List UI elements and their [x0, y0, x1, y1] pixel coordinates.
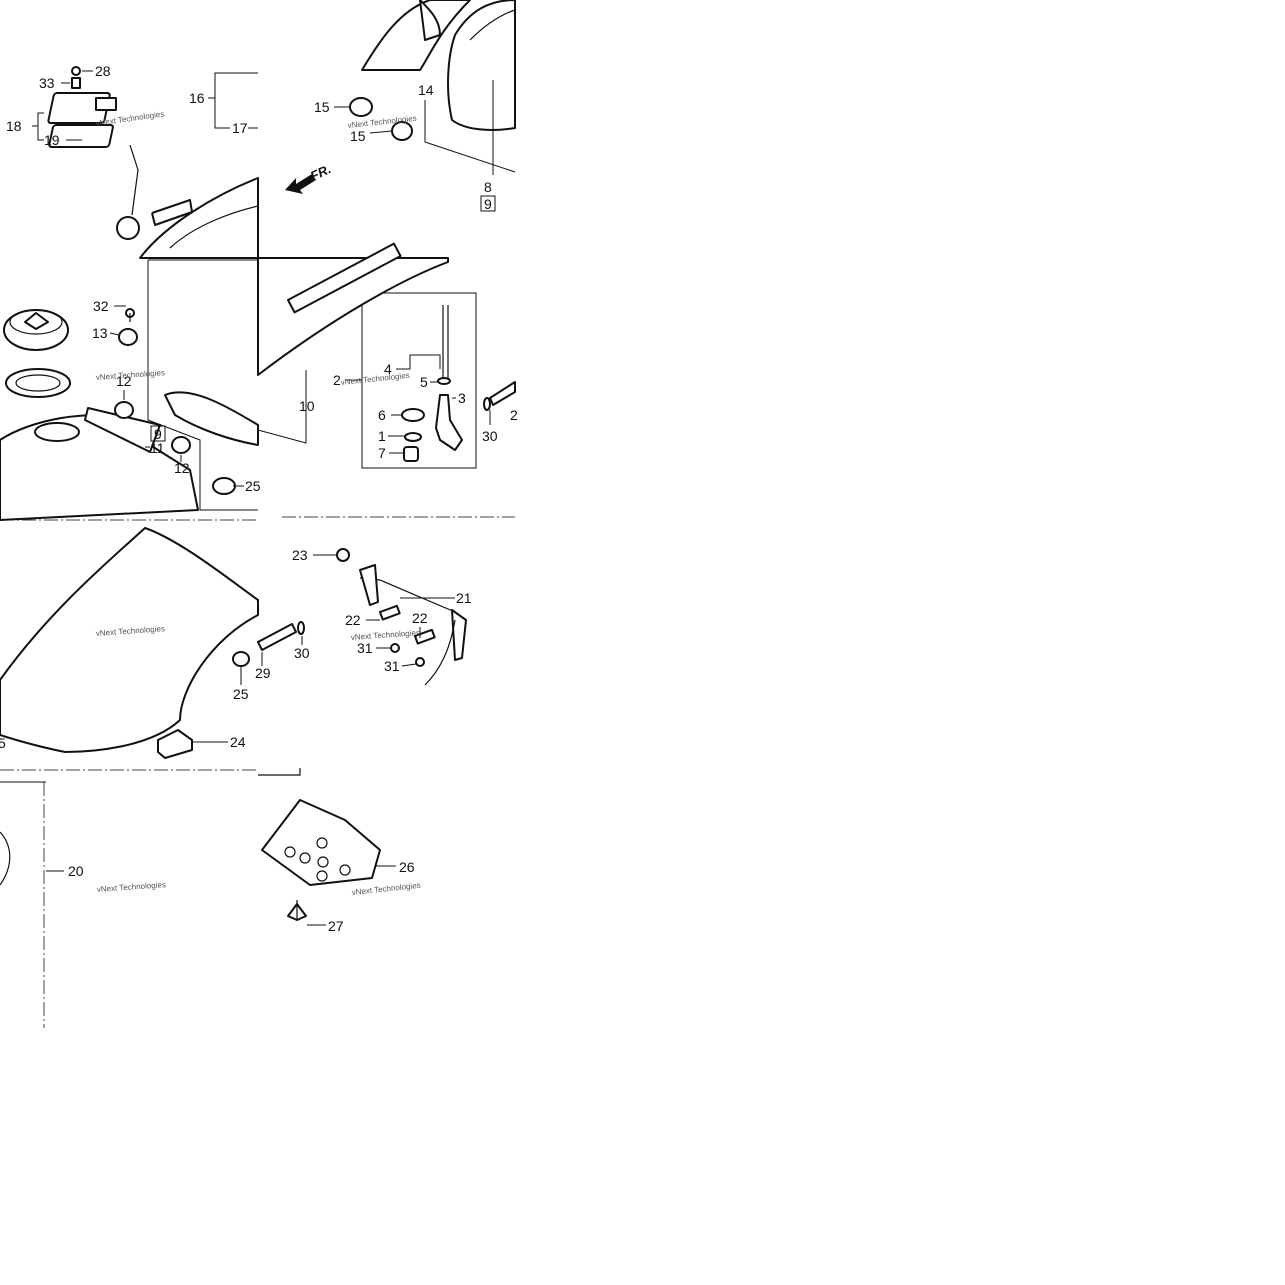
- bracket-22a: [379, 604, 401, 621]
- callout-25a: 25: [245, 478, 261, 494]
- nut-12a: [114, 401, 134, 419]
- seat-cover-group: [0, 527, 305, 759]
- callout-21: 21: [456, 590, 472, 606]
- tank-pad: [84, 407, 161, 453]
- callout-10: 10: [299, 398, 315, 414]
- callout-26: 26: [399, 859, 415, 875]
- bracket-22b: [414, 628, 436, 645]
- watermark-4: vNext Technologies: [340, 371, 410, 387]
- fuel-valve-group: [401, 305, 516, 462]
- fuel-tank: [0, 414, 199, 521]
- gauge-gasket: [48, 124, 114, 148]
- cup-7: [403, 446, 419, 462]
- seat-base: [164, 391, 259, 446]
- spring-23: [336, 548, 350, 562]
- callout-31a: 31: [357, 640, 373, 656]
- seat-strip-10: [287, 242, 402, 314]
- callout-24: 24: [230, 734, 246, 750]
- screw-28: [71, 66, 81, 76]
- seat-rear-group: [164, 242, 449, 446]
- collar-13: [118, 328, 138, 346]
- callout-27: 27: [328, 918, 344, 934]
- arrow-icon: [285, 174, 316, 194]
- callout-16: 16: [189, 90, 205, 106]
- seat-front-edge: [139, 177, 259, 259]
- callout-4: 4: [384, 361, 392, 377]
- callout-33: 33: [39, 75, 55, 91]
- callout-30a: 30: [482, 428, 498, 444]
- front-direction-arrow: FR.: [285, 161, 333, 194]
- callout-30b: 30: [294, 645, 310, 661]
- callout-15b: 15: [350, 128, 366, 144]
- rubber-24: [157, 729, 193, 759]
- grommet-15a: [349, 97, 373, 117]
- callout-11: 11: [150, 440, 165, 456]
- valve-lever-6: [401, 408, 425, 422]
- callout-19: 19: [44, 132, 60, 148]
- callout-12b: 12: [174, 460, 190, 476]
- callout-labels: 28 33 18 19 16 17 14 15 15 8 9 32 13 12 …: [0, 63, 518, 934]
- clip-25a: [212, 477, 236, 495]
- nut-12b: [171, 436, 191, 454]
- callout-22a: 22: [345, 612, 361, 628]
- packing-1: [404, 432, 422, 442]
- callout-1: 1: [378, 428, 386, 444]
- callout-18: 18: [6, 118, 22, 134]
- callout-7: 7: [378, 445, 386, 461]
- callout-12a: 12: [116, 373, 132, 389]
- tank-filler-neck: [34, 422, 80, 442]
- panel-dividers: [0, 259, 515, 1028]
- callout-5b: 5: [0, 735, 6, 751]
- callout-32: 32: [93, 298, 109, 314]
- callout-20: 20: [68, 863, 84, 879]
- callout-3: 3: [458, 390, 466, 406]
- side-cover-group: [349, 0, 516, 175]
- callout-2a: 2: [333, 372, 341, 388]
- washer-33: [71, 77, 81, 89]
- cap-gasket: [5, 368, 71, 398]
- callout-29: 29: [255, 665, 271, 681]
- callout-15a: 15: [314, 99, 330, 115]
- cover-edge-20: [0, 831, 11, 886]
- callout-25b: 25: [233, 686, 249, 702]
- fuel-valve-body: [435, 394, 463, 451]
- watermark-7: vNext Technologies: [97, 880, 167, 894]
- callout-23: 23: [292, 547, 308, 563]
- callout-6: 6: [378, 407, 386, 423]
- side-cover-right: [447, 0, 516, 131]
- callout-2b: 2: [510, 407, 518, 423]
- callout-8: 8: [484, 179, 492, 195]
- callout-9b: 9: [154, 426, 162, 442]
- callout-5a: 5: [420, 374, 428, 390]
- callout-17: 17: [232, 120, 248, 136]
- callout-14: 14: [418, 82, 434, 98]
- callout-9a: 9: [484, 196, 492, 212]
- clip-25b: [232, 651, 250, 667]
- fuel-gauge-group: [47, 66, 193, 240]
- callout-28: 28: [95, 63, 111, 79]
- fuel-tank-group: [0, 308, 236, 521]
- tool-tray-26: [261, 799, 381, 886]
- ref-box-9a: [480, 195, 496, 212]
- watermark-8: vNext Technologies: [351, 881, 421, 897]
- fr-label: FR.: [308, 161, 333, 183]
- tray-group: [261, 799, 381, 921]
- float-ball: [116, 216, 140, 240]
- callout-31b: 31: [384, 658, 400, 674]
- gauge-window: [95, 97, 117, 111]
- watermark-6: vNext Technologies: [351, 628, 421, 642]
- o-ring-5: [437, 377, 451, 385]
- ref-box-9b: [150, 425, 166, 442]
- callout-13: 13: [92, 325, 108, 341]
- fuel-tube: [489, 381, 516, 406]
- seat-lock-group: [336, 548, 467, 686]
- seat-cover: [0, 527, 259, 753]
- leader-lines: [32, 70, 491, 926]
- callout-22b: 22: [412, 610, 428, 626]
- tube-29: [257, 623, 297, 651]
- cover-clip: [419, 0, 441, 41]
- float-arm: [129, 144, 139, 216]
- side-cover-left: [361, 0, 471, 71]
